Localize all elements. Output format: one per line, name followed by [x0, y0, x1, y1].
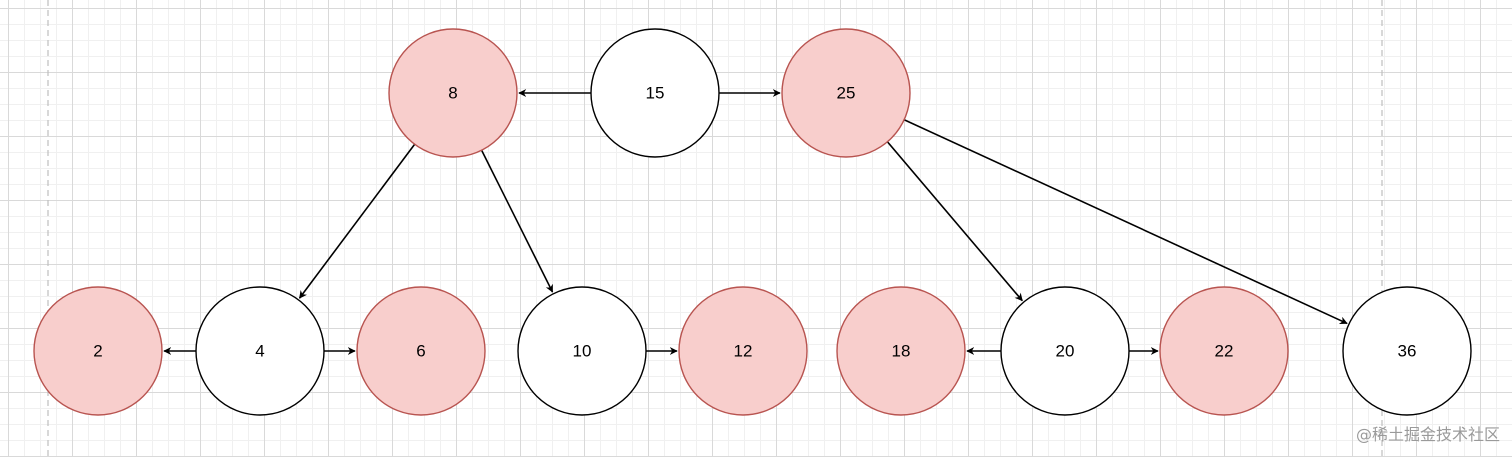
node-circle [356, 286, 486, 416]
tree-node-4[interactable]: 4 [195, 286, 325, 416]
tree-node-36[interactable]: 36 [1342, 286, 1472, 416]
edge-arrow-8-to-10 [480, 149, 554, 293]
edge-arrow-8-to-4 [298, 143, 416, 299]
edge-layer [163, 89, 1348, 355]
node-circle [517, 286, 647, 416]
tree-node-2[interactable]: 2 [33, 286, 163, 416]
node-circle [836, 286, 966, 416]
node-label: 15 [646, 84, 665, 103]
tree-node-10[interactable]: 10 [517, 286, 647, 416]
node-circle [590, 28, 720, 158]
watermark: @稀土掘金技术社区 [1355, 425, 1500, 444]
tree-node-15[interactable]: 15 [590, 28, 720, 158]
node-label: 18 [892, 342, 911, 361]
node-circle [678, 286, 808, 416]
tree-node-12[interactable]: 12 [678, 286, 808, 416]
node-circle [1159, 286, 1289, 416]
node-label: 20 [1056, 342, 1075, 361]
tree-node-20[interactable]: 20 [1000, 286, 1130, 416]
tree-node-18[interactable]: 18 [836, 286, 966, 416]
tree-node-25[interactable]: 25 [781, 28, 911, 158]
node-layer: 15 8 25 2 4 6 10 12 18 20 22 36 [33, 28, 1472, 416]
node-label: 36 [1398, 342, 1417, 361]
tree-node-8[interactable]: 8 [388, 28, 518, 158]
node-label: 2 [93, 342, 102, 361]
node-circle [1342, 286, 1472, 416]
node-circle [388, 28, 518, 158]
node-label: 25 [837, 84, 856, 103]
edge-arrow-25-to-20 [886, 141, 1023, 302]
node-circle [1000, 286, 1130, 416]
node-label: 6 [416, 342, 425, 361]
node-circle [33, 286, 163, 416]
tree-node-6[interactable]: 6 [356, 286, 486, 416]
node-label: 12 [734, 342, 753, 361]
tree-node-22[interactable]: 22 [1159, 286, 1289, 416]
edge-arrow-25-to-36 [903, 119, 1348, 325]
node-circle [781, 28, 911, 158]
node-label: 4 [255, 342, 264, 361]
node-label: 10 [573, 342, 592, 361]
node-label: 8 [448, 84, 457, 103]
node-label: 22 [1215, 342, 1234, 361]
node-circle [195, 286, 325, 416]
